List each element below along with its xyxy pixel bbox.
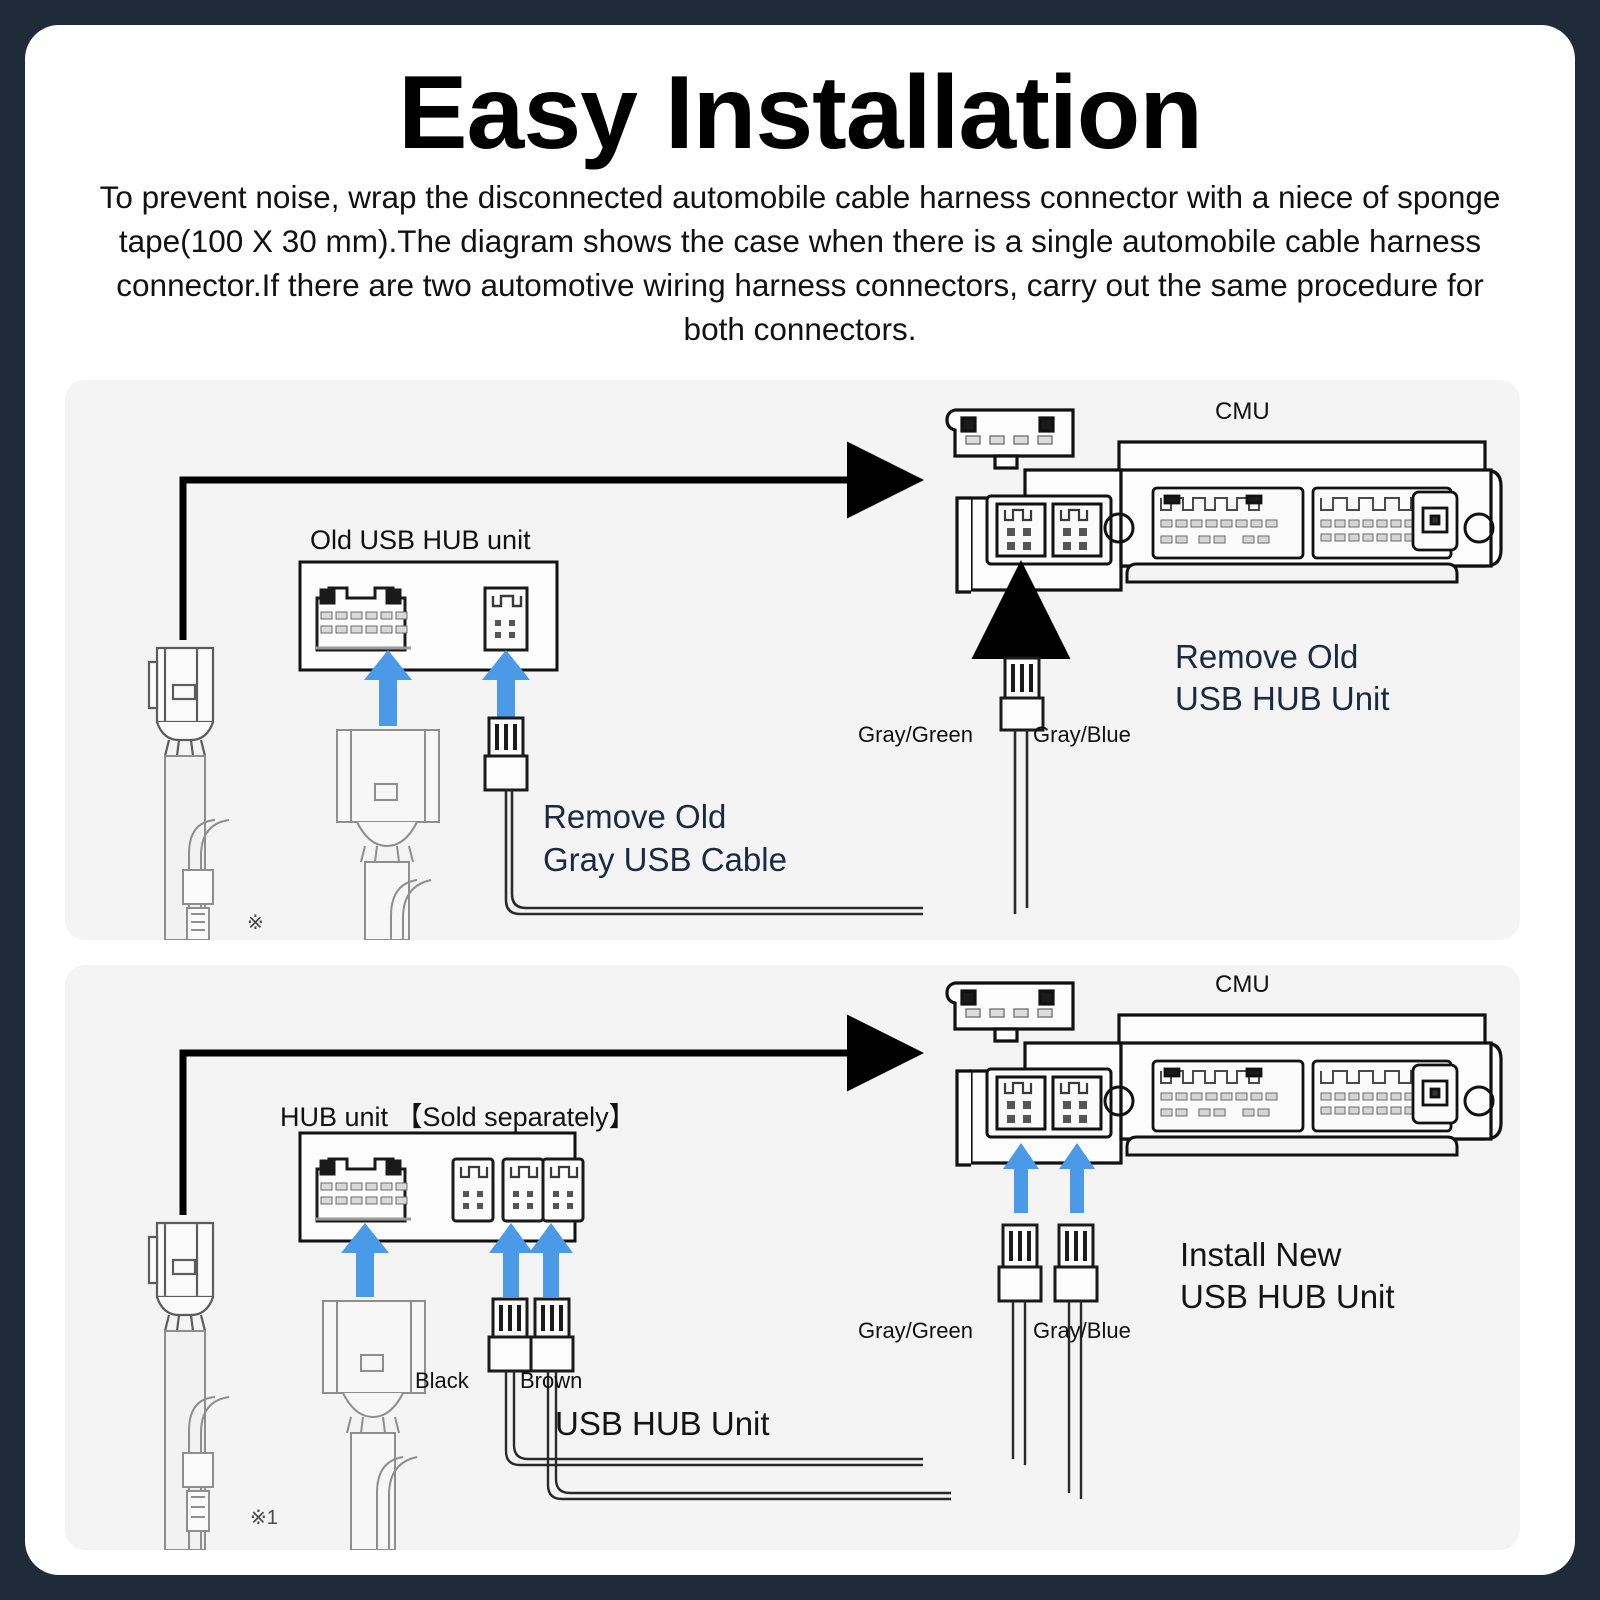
blue-arrow-12pin	[364, 650, 412, 726]
blue-arrow-12pin-bottom	[341, 1223, 389, 1297]
reference-mark-bottom: ※1	[250, 1507, 278, 1529]
hub-12pin-connector	[315, 586, 407, 652]
cmu-base-rail	[1125, 562, 1459, 584]
cmu-usb-pins	[1007, 528, 1087, 550]
cmu-screw-hole-left	[1103, 512, 1135, 544]
note-install-line2: USB HUB Unit	[1180, 1278, 1395, 1315]
gray-blue-plug	[1053, 1223, 1099, 1303]
cmu-label-top: CMU	[1215, 398, 1270, 425]
usb-hub-unit-caption: USB HUB Unit	[555, 1405, 770, 1442]
blue-arrow-black-plug	[489, 1223, 533, 1297]
harness-tape-block	[182, 869, 214, 940]
cmu-usb-dual-port	[985, 494, 1113, 566]
harness-plug-loop-bottom	[376, 1456, 418, 1550]
note-remove-cable-line1: Remove Old	[543, 798, 727, 835]
brown-cable-path-b	[554, 1371, 951, 1495]
brown-plug	[529, 1297, 575, 1373]
note-install-line1: Install New	[1180, 1236, 1342, 1273]
intro-paragraph: To prevent noise, wrap the disconnected …	[99, 179, 1501, 347]
blue-arrow-cmu-port-left	[1003, 1143, 1039, 1213]
blue-arrow-cmu-port-right	[1059, 1143, 1095, 1213]
gray-cable-cmu-plug	[999, 656, 1045, 732]
gray-green-plug	[997, 1223, 1043, 1303]
wire-label-gray-green-top: Gray/Green	[858, 722, 973, 747]
page-title: Easy Installation	[398, 55, 1203, 171]
blue-cmu-insert-arrows	[1003, 1143, 1095, 1213]
brown-cable-path-a	[546, 1371, 951, 1501]
blue-arrow-brown-plug	[529, 1223, 573, 1297]
wire-label-gray-green-bottom: Gray/Green	[858, 1318, 973, 1343]
cmu-left-flange	[955, 496, 971, 594]
harness-plug-body-bottom	[322, 1300, 426, 1550]
cmu-small-port	[1411, 490, 1459, 552]
harness-sub-loop-bottom	[188, 1396, 230, 1550]
gray-usb-cable-path-outer	[504, 790, 923, 916]
cmu-usb-dual-port-bottom	[985, 1067, 1113, 1139]
black-plug	[487, 1297, 533, 1373]
panel-remove-old-usb-hub: CMU Old USB HUB unit Gray/Green Gray/Blu…	[65, 380, 1520, 940]
black-cable-path-b	[512, 1371, 923, 1461]
old-hub-unit-label: Old USB HUB unit	[310, 525, 531, 555]
new-hub-12pin-pins	[320, 1182, 408, 1205]
new-hub-unit-label: HUB unit 【Sold separately】	[280, 1102, 636, 1132]
blue-insert-arrows	[364, 650, 530, 726]
note-remove-cable-line2: Gray USB Cable	[543, 841, 787, 878]
cmu-top-connector	[945, 408, 1075, 470]
harness-tape-block-bottom	[182, 1452, 214, 1532]
hub-4pin-connector	[483, 586, 529, 652]
harness-plug-body	[336, 729, 440, 940]
blue-insert-arrows-bottom	[341, 1223, 573, 1297]
harness-sub-loop	[188, 819, 230, 940]
panel-install-new-usb-hub: CMU HUB unit 【Sold separately】 Gray/Gree…	[65, 965, 1520, 1550]
reference-mark-top: ※	[247, 912, 264, 934]
cmu-screw-hole-right	[1463, 512, 1495, 544]
harness-route-line-bottom	[179, 1014, 924, 1215]
new-hub-4pin-b	[501, 1157, 545, 1223]
top-diagram-svg	[147, 408, 1503, 940]
note-remove-unit-line1: Remove Old	[1175, 638, 1359, 675]
blue-arrow-4pin	[482, 650, 530, 726]
new-hub-4pin-a	[451, 1157, 495, 1223]
harness-route-line	[179, 441, 924, 640]
hub-12pin-pins	[320, 611, 408, 634]
installation-card: Easy Installation To prevent noise, wrap…	[25, 25, 1575, 1575]
car-harness-connector	[147, 646, 215, 757]
wire-label-gray-blue-bottom: Gray/Blue	[1033, 1318, 1131, 1343]
cmu-top-connector-bottom	[945, 981, 1075, 1043]
note-remove-unit-line2: USB HUB Unit	[1175, 680, 1390, 717]
harness-plug-loop	[390, 879, 432, 940]
cmu-connector-a-pins	[1160, 519, 1278, 544]
cmu-small-port-bottom	[1411, 1063, 1459, 1125]
connector-label-black: Black	[415, 1368, 469, 1393]
new-hub-4pin-c	[541, 1157, 585, 1223]
black-cable-path-a	[504, 1371, 923, 1467]
gray-usb-cable-path-inner	[510, 790, 923, 910]
car-harness-connector-bottom	[147, 1221, 215, 1332]
wire-label-gray-blue-top: Gray/Blue	[1033, 722, 1131, 747]
gray-usb-cable-plug	[483, 716, 529, 792]
hub-4pin-pins	[495, 620, 515, 638]
cmu-label-bottom: CMU	[1215, 971, 1270, 998]
connector-label-brown: Brown	[520, 1368, 583, 1393]
bottom-diagram-svg	[147, 981, 1503, 1550]
